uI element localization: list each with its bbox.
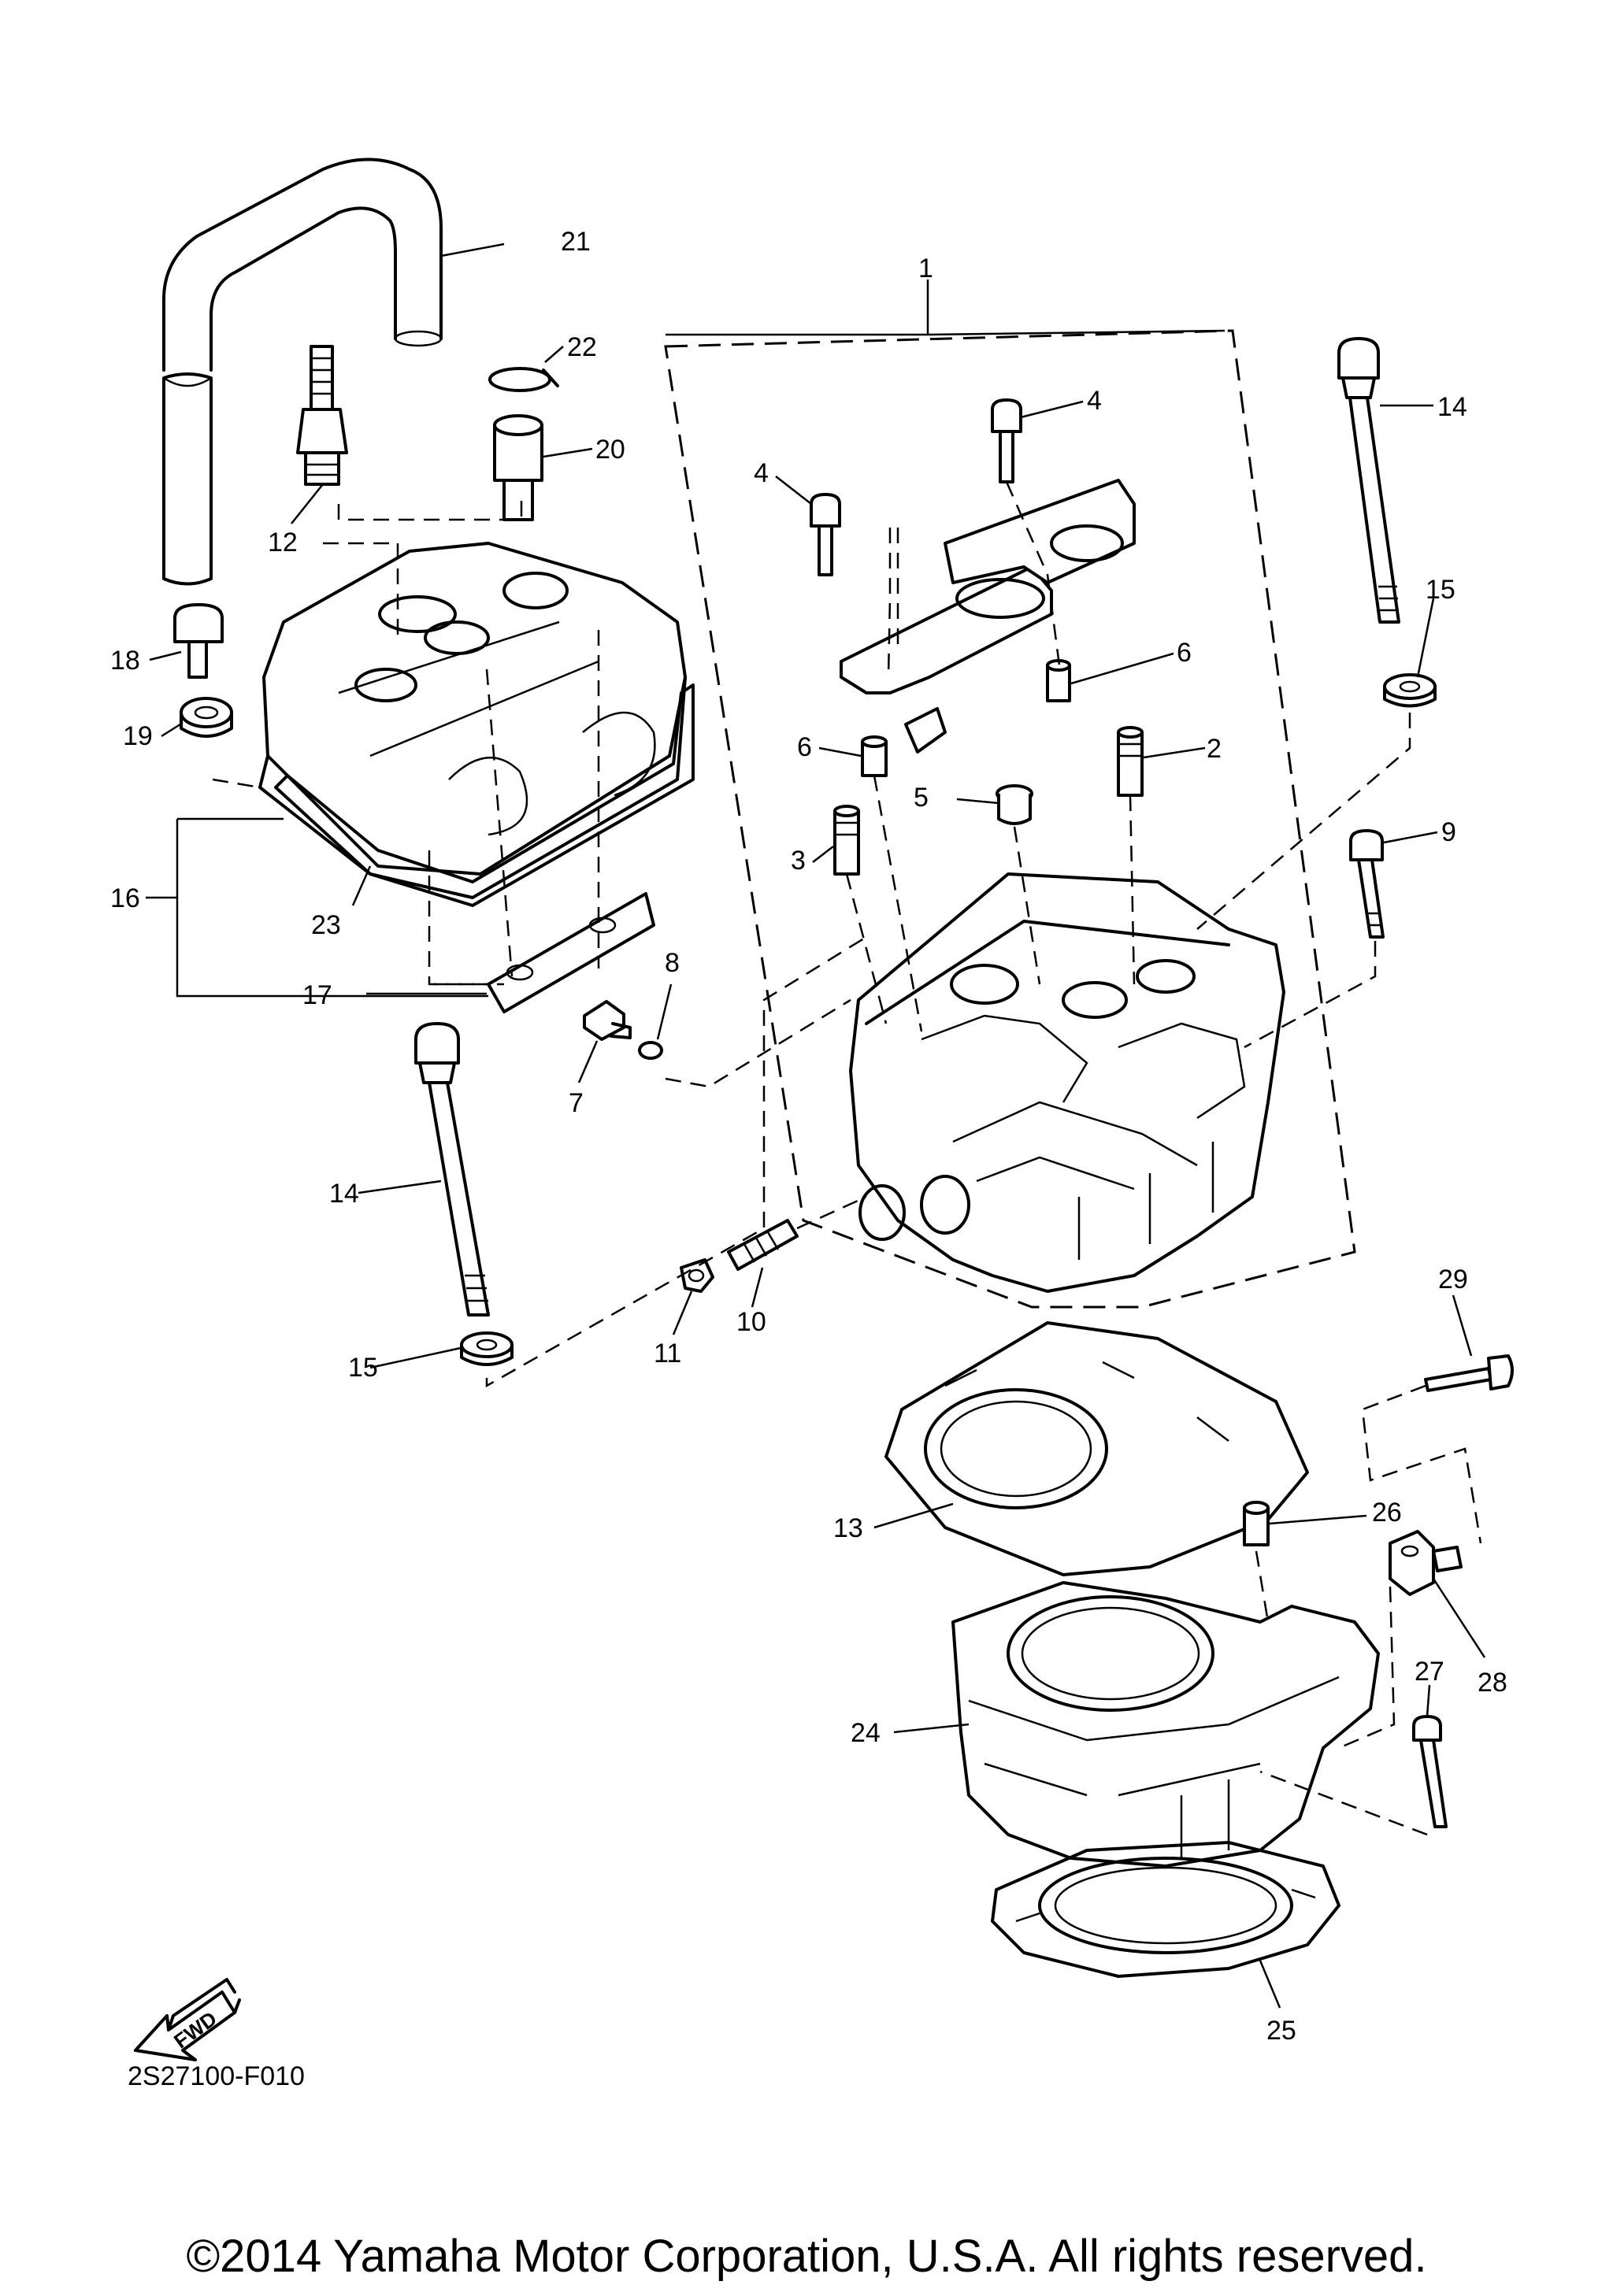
callout-6-left: 6 <box>797 732 812 762</box>
stud-bolt <box>727 1219 799 1271</box>
callout-2: 2 <box>1207 734 1222 764</box>
head-kit-boundary <box>664 329 1356 1309</box>
callout-3: 3 <box>791 846 806 876</box>
callout-20: 20 <box>595 435 625 465</box>
callout-16: 16 <box>110 883 140 913</box>
spark-plug <box>296 345 348 486</box>
callout-15-right: 15 <box>1426 575 1455 605</box>
cylinder-base-gasket <box>991 1841 1340 1978</box>
callout-28: 28 <box>1478 1668 1507 1698</box>
cover-bolt <box>173 603 224 679</box>
callout-8: 8 <box>665 948 680 978</box>
dowel-pin-left <box>861 735 888 777</box>
callout-14-right: 14 <box>1437 392 1467 422</box>
cylinder-head-gasket <box>884 1321 1309 1576</box>
callout-6-right: 6 <box>1177 638 1192 668</box>
valve-cover-gasket <box>274 683 695 907</box>
callout-7: 7 <box>569 1088 584 1118</box>
callout-4-right: 4 <box>1087 386 1102 416</box>
callout-19: 19 <box>123 721 153 751</box>
cylinder-dowel <box>1243 1501 1270 1546</box>
callout-11: 11 <box>654 1339 681 1368</box>
head-washer-left <box>460 1331 514 1366</box>
hose-fitting <box>493 414 543 521</box>
callout-labels: 1 2 3 4 4 5 6 6 7 8 9 10 11 12 13 14 14 … <box>110 227 1507 2046</box>
valve-guide-intake <box>833 805 860 876</box>
cylinder-head <box>849 872 1285 1293</box>
callout-23: 23 <box>311 910 341 940</box>
callout-10: 10 <box>736 1307 766 1337</box>
callout-1: 1 <box>918 254 933 283</box>
callout-24: 24 <box>851 1718 881 1748</box>
head-side-bolt <box>1349 829 1385 939</box>
callout-17: 17 <box>302 980 332 1010</box>
head-bolt-left <box>414 1022 490 1316</box>
flange-nut <box>680 1258 714 1293</box>
callout-21: 21 <box>561 227 591 257</box>
cover-plate <box>487 892 655 1013</box>
cover-washer <box>180 697 233 738</box>
leader-lines <box>146 243 1486 2009</box>
dowel-pin-right <box>1046 659 1071 702</box>
callout-9: 9 <box>1441 817 1456 847</box>
hose-clip <box>488 367 559 392</box>
head-washer-right <box>1383 673 1437 708</box>
head-bolt-right <box>1337 337 1400 624</box>
callout-15-left: 15 <box>348 1353 378 1383</box>
callout-27: 27 <box>1415 1657 1444 1687</box>
callout-26: 26 <box>1372 1498 1402 1528</box>
camshaft-cap-bolt-right <box>991 398 1022 483</box>
breather-hose <box>162 157 443 586</box>
assembly-lines <box>212 481 1482 1836</box>
callout-5: 5 <box>914 783 929 813</box>
callout-18: 18 <box>110 646 140 676</box>
callout-13: 13 <box>833 1513 863 1543</box>
copyright-notice: ©2014 Yamaha Motor Corporation, U.S.A. A… <box>186 2231 1427 2282</box>
blind-plug <box>996 784 1033 825</box>
callout-4-left: 4 <box>754 458 769 488</box>
callout-14-left: 14 <box>329 1179 359 1209</box>
oil-check-bolt <box>583 1000 632 1041</box>
callout-12: 12 <box>268 528 298 557</box>
camshaft-cap-bolt-left <box>810 493 841 576</box>
camshaft-cap <box>840 479 1136 754</box>
callout-29: 29 <box>1438 1265 1468 1294</box>
cylinder-bracket <box>1389 1530 1463 1596</box>
oil-check-gasket <box>638 1041 663 1060</box>
fwd-arrow-icon: FWD <box>134 1978 241 2061</box>
diagram-reference-code: 2S27100-F010 <box>128 2061 305 2091</box>
cylinder-bolt-upper <box>1424 1354 1514 1392</box>
valve-cover <box>258 542 687 899</box>
callout-25: 25 <box>1266 2016 1296 2046</box>
callout-22: 22 <box>567 332 597 362</box>
cylinder-bolt-lower <box>1412 1715 1448 1828</box>
valve-guide-exhaust <box>1117 726 1144 797</box>
cylinder-block <box>951 1581 1380 1868</box>
